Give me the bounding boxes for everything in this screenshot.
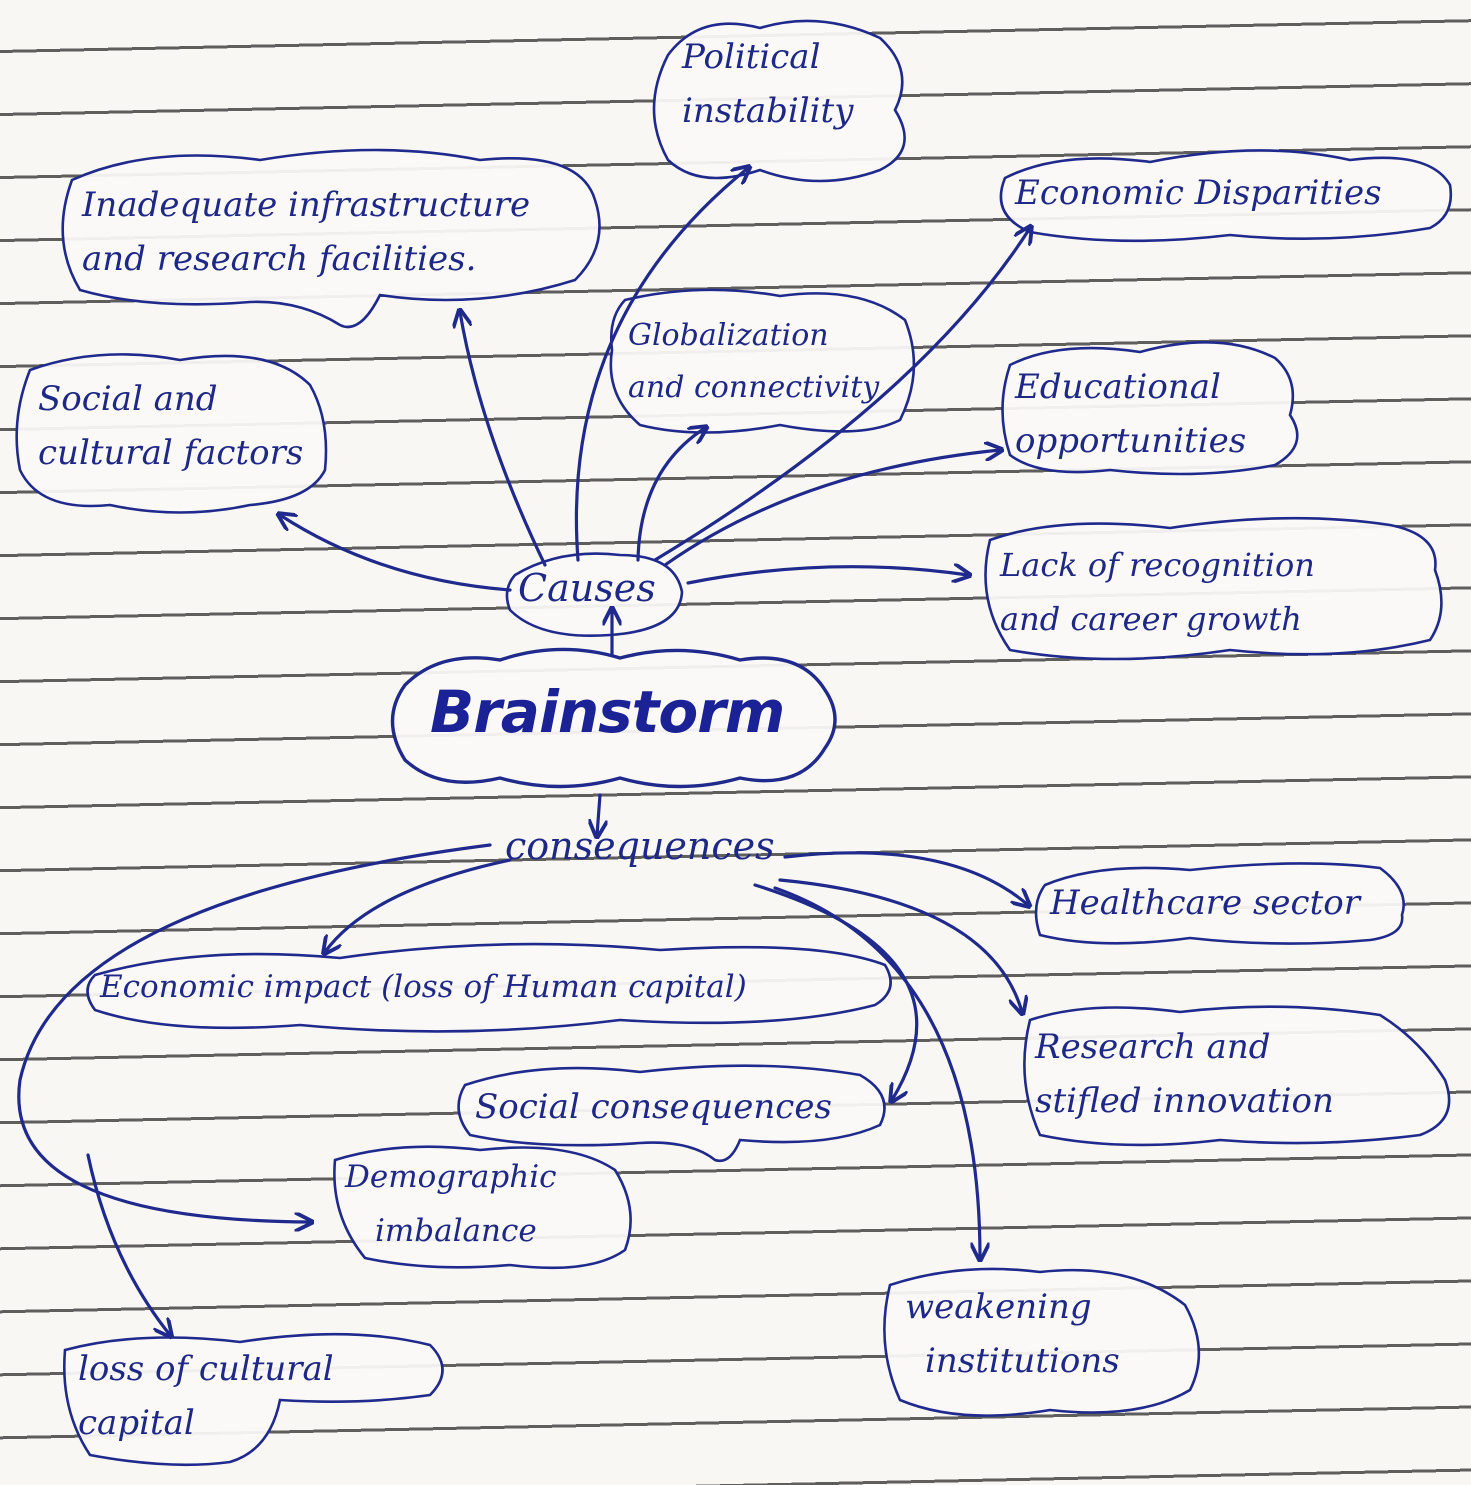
arrow-weakening [773, 886, 980, 1258]
bubble-globalization [609, 288, 916, 434]
bubble-healthcare [1034, 862, 1405, 945]
bubble-brainstorm [390, 647, 837, 789]
node-line: and career growth [1000, 600, 1302, 638]
node-line: Economic impact (loss of Human capital) [100, 969, 747, 1005]
node-line: weakening [905, 1287, 1092, 1327]
arrow-healthcare [783, 851, 1028, 905]
arrow-economic-disparities [653, 228, 1030, 562]
consequence-demographic: Demographic imbalance [345, 1150, 557, 1258]
cause-inadequate-infrastructure: Inadequate infrastructure and research f… [82, 178, 530, 286]
node-line: capital [78, 1403, 195, 1443]
arrow-globalization [636, 428, 705, 562]
node-line: and connectivity [628, 370, 880, 405]
node-line: Demographic [345, 1159, 557, 1195]
node-line: Political [682, 37, 821, 77]
arrow-research [778, 878, 1022, 1012]
bubble-political-instability [652, 19, 906, 183]
node-line: and research facilities. [82, 239, 477, 279]
bubble-demographic [333, 1145, 632, 1270]
cause-social-cultural: Social and cultural factors [38, 372, 303, 480]
bubble-educational [1001, 341, 1299, 476]
node-line: institutions [925, 1341, 1120, 1381]
node-line: Economic Disparities [1015, 173, 1382, 213]
arrow-social-cultural [280, 515, 512, 592]
cause-educational: Educational opportunities [1015, 360, 1246, 468]
node-line: imbalance [375, 1213, 537, 1249]
cause-lack-recognition: Lack of recognition and career growth [1000, 538, 1315, 646]
node-line: Healthcare sector [1050, 883, 1360, 923]
arrow-inadequate-infrastructure [460, 312, 547, 567]
node-line: stifled innovation [1035, 1081, 1334, 1121]
bubble-weakening [883, 1267, 1201, 1417]
node-line: Research and [1035, 1027, 1271, 1067]
consequence-weakening: weakening institutions [905, 1280, 1120, 1388]
arrow-political-instability [574, 168, 748, 562]
node-line: cultural factors [38, 433, 304, 473]
arrow-demographic [17, 843, 492, 1222]
arrow-lack-recognition [686, 567, 968, 585]
node-line: instability [682, 91, 854, 131]
arrow-economic-impact [325, 858, 512, 952]
node-line: Social consequences [475, 1087, 832, 1127]
cause-political-instability: Political instability [682, 30, 853, 138]
node-line: Lack of recognition [1000, 546, 1315, 584]
bubble-economic-impact [86, 942, 892, 1033]
central-topic: Brainstorm [430, 678, 785, 746]
bubble-causes [505, 552, 684, 637]
connectors [17, 168, 1030, 1335]
consequence-social: Social consequences [475, 1080, 832, 1134]
consequence-economic-impact: Economic impact (loss of Human capital) [100, 960, 747, 1014]
node-line: opportunities [1015, 421, 1247, 461]
bubble-lack-recognition [984, 516, 1443, 661]
node-line: loss of cultural [78, 1349, 334, 1389]
node-line: Educational [1015, 367, 1221, 407]
arrow-loss-cultural [86, 1153, 170, 1335]
consequence-healthcare: Healthcare sector [1050, 876, 1360, 930]
cause-globalization: Globalization and connectivity [628, 310, 879, 414]
consequence-research: Research and stifled innovation [1035, 1020, 1334, 1128]
branch-label-causes: Causes [518, 566, 656, 610]
bubble-social-cultural [15, 353, 328, 514]
node-line: Inadequate infrastructure [82, 185, 531, 225]
arrow-educational [663, 450, 1000, 567]
bubble-loss-cultural [63, 1332, 444, 1467]
bubble-research [1023, 1005, 1451, 1147]
node-line: Globalization [628, 318, 829, 353]
consequence-loss-cultural: loss of cultural capital [78, 1342, 334, 1450]
arrow-brainstorm-to-consequences [597, 793, 600, 835]
bubble-economic-disparities [999, 149, 1453, 243]
bubble-inadequate-infrastructure [61, 148, 601, 329]
bubble-social-consequences [457, 1064, 886, 1163]
node-line: Social and [38, 379, 218, 419]
cause-economic-disparities: Economic Disparities [1015, 166, 1382, 220]
branch-label-consequences: consequences [505, 824, 775, 868]
